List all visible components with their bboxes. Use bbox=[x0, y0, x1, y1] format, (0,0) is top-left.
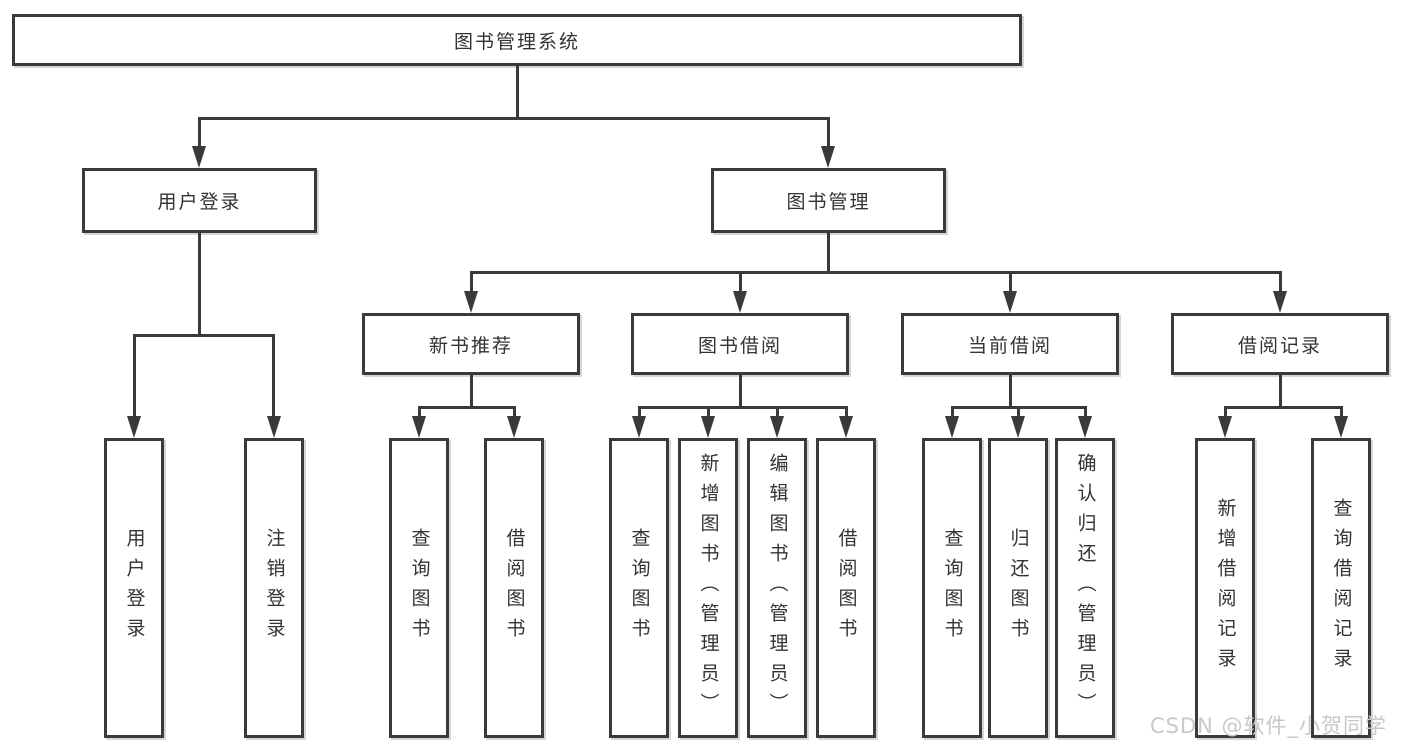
node-label: 注销登录 bbox=[263, 528, 286, 648]
connector-line bbox=[827, 231, 830, 274]
connector-line bbox=[198, 117, 201, 149]
arrow-down-icon bbox=[632, 416, 646, 438]
arrow-down-icon bbox=[267, 416, 281, 438]
arrow-down-icon bbox=[1078, 416, 1092, 438]
connector-line bbox=[418, 406, 421, 420]
node-borrow-records: 借阅记录 bbox=[1171, 313, 1389, 375]
leaf-user-login: 用户登录 bbox=[104, 438, 164, 738]
node-label: 用户登录 bbox=[123, 528, 146, 648]
arrow-down-icon bbox=[733, 291, 747, 313]
connector-line bbox=[1224, 406, 1227, 420]
connector-line bbox=[272, 334, 275, 419]
connector-line bbox=[133, 334, 275, 337]
node-label: 查询图书 bbox=[408, 528, 431, 648]
node-label: 图书管理系统 bbox=[453, 30, 580, 53]
node-label: 借阅图书 bbox=[835, 528, 858, 648]
connector-line bbox=[845, 406, 848, 420]
node-label: 归还图书 bbox=[1007, 528, 1030, 648]
connector-line bbox=[198, 117, 830, 120]
node-label: 借阅记录 bbox=[1237, 334, 1322, 357]
node-library-management-system: 图书管理系统 bbox=[12, 14, 1022, 66]
node-label: 新书推荐 bbox=[428, 334, 513, 357]
node-current-borrowing: 当前借阅 bbox=[901, 313, 1119, 375]
connector-line bbox=[198, 231, 201, 337]
connector-line bbox=[1224, 406, 1343, 409]
node-label: 当前借阅 bbox=[967, 334, 1052, 357]
node-label: 新增图书（管理员） bbox=[697, 453, 720, 723]
node-label: 查询图书 bbox=[941, 528, 964, 648]
connector-line bbox=[707, 406, 710, 420]
connector-line bbox=[516, 64, 519, 120]
arrow-down-icon bbox=[507, 416, 521, 438]
arrow-down-icon bbox=[821, 146, 835, 168]
connector-line bbox=[638, 406, 848, 409]
connector-line bbox=[827, 117, 830, 149]
connector-line bbox=[1084, 406, 1087, 420]
connector-line bbox=[133, 334, 136, 419]
connector-line bbox=[776, 406, 779, 420]
connector-line bbox=[1279, 373, 1282, 409]
connector-line bbox=[470, 271, 1282, 274]
connector-line bbox=[1009, 373, 1012, 409]
node-label: 查询借阅记录 bbox=[1330, 498, 1353, 678]
leaf-edit-books-admin: 编辑图书（管理员） bbox=[747, 438, 807, 738]
arrow-down-icon bbox=[945, 416, 959, 438]
leaf-query-borrow-record: 查询借阅记录 bbox=[1311, 438, 1371, 738]
leaf-query-books-recommend: 查询图书 bbox=[389, 438, 449, 738]
node-label: 查询图书 bbox=[628, 528, 651, 648]
connector-line bbox=[470, 373, 473, 409]
node-label: 借阅图书 bbox=[503, 528, 526, 648]
leaf-logout: 注销登录 bbox=[244, 438, 304, 738]
connector-line bbox=[470, 271, 473, 295]
node-book-borrowing: 图书借阅 bbox=[631, 313, 849, 375]
arrow-down-icon bbox=[1334, 416, 1348, 438]
csdn-watermark: CSDN @软件_小贺同学 bbox=[1150, 714, 1388, 738]
node-label: 编辑图书（管理员） bbox=[766, 453, 789, 723]
arrow-down-icon bbox=[770, 416, 784, 438]
leaf-borrow-books-recommend: 借阅图书 bbox=[484, 438, 544, 738]
leaf-borrow-books: 借阅图书 bbox=[816, 438, 876, 738]
node-user-login: 用户登录 bbox=[82, 168, 317, 233]
leaf-return-books: 归还图书 bbox=[988, 438, 1048, 738]
connector-line bbox=[418, 406, 516, 409]
connector-line bbox=[1009, 271, 1012, 295]
node-label: 新增借阅记录 bbox=[1214, 498, 1237, 678]
connector-line bbox=[951, 406, 954, 420]
connector-line bbox=[1279, 271, 1282, 295]
arrow-down-icon bbox=[1273, 291, 1287, 313]
arrow-down-icon bbox=[1011, 416, 1025, 438]
arrow-down-icon bbox=[1218, 416, 1232, 438]
arrow-down-icon bbox=[839, 416, 853, 438]
node-label: 图书管理 bbox=[786, 191, 871, 213]
connector-line bbox=[739, 373, 742, 409]
arrow-down-icon bbox=[1003, 291, 1017, 313]
arrow-down-icon bbox=[127, 416, 141, 438]
leaf-confirm-return-admin: 确认归还（管理员） bbox=[1055, 438, 1115, 738]
arrow-down-icon bbox=[464, 291, 478, 313]
node-book-management: 图书管理 bbox=[711, 168, 946, 233]
leaf-query-books-current: 查询图书 bbox=[922, 438, 982, 738]
node-label: 用户登录 bbox=[157, 191, 242, 213]
leaf-add-borrow-record: 新增借阅记录 bbox=[1195, 438, 1255, 738]
arrow-down-icon bbox=[701, 416, 715, 438]
leaf-query-books-borrow: 查询图书 bbox=[609, 438, 669, 738]
connector-line bbox=[638, 406, 641, 420]
node-new-book-recommend: 新书推荐 bbox=[362, 313, 580, 375]
arrow-down-icon bbox=[412, 416, 426, 438]
node-label: 图书借阅 bbox=[697, 334, 782, 357]
leaf-add-books-admin: 新增图书（管理员） bbox=[678, 438, 738, 738]
node-label: 确认归还（管理员） bbox=[1074, 453, 1097, 723]
connector-line bbox=[1340, 406, 1343, 420]
arrow-down-icon bbox=[192, 146, 206, 168]
connector-line bbox=[1017, 406, 1020, 420]
connector-line bbox=[739, 271, 742, 295]
connector-line bbox=[513, 406, 516, 420]
